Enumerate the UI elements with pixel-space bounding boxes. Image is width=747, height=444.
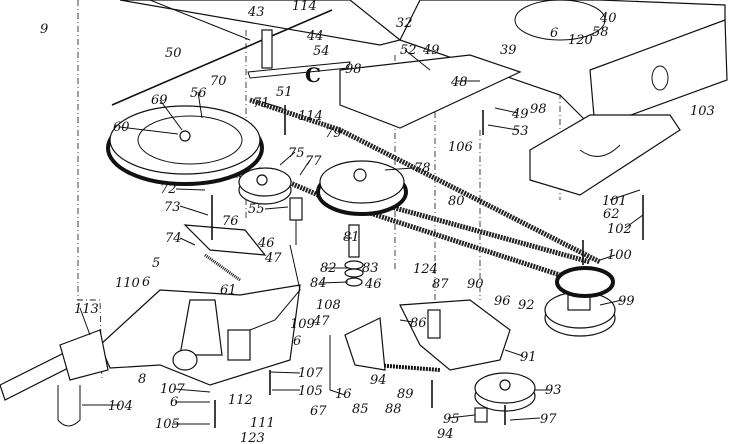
part-label-52: 52 [400, 43, 417, 58]
part-label-55: 55 [248, 202, 265, 217]
part-label-47: 47 [264, 251, 282, 266]
part-label-113: 113 [74, 302, 99, 317]
part-label-97: 97 [540, 412, 557, 427]
part-label-110: 110 [115, 276, 140, 291]
part-label-114: 114 [292, 0, 317, 14]
part-label-46: 46 [364, 277, 382, 292]
part-label-84: 84 [310, 276, 327, 291]
part-label-91: 91 [520, 350, 537, 365]
part-label-114: 114 [298, 109, 323, 124]
part-label-53: 53 [512, 124, 529, 139]
part-label-73: 73 [164, 200, 181, 215]
part-label-95: 95 [443, 412, 460, 427]
part-label-89: 89 [397, 387, 414, 402]
part-label-92: 92 [518, 298, 535, 313]
part-label-120: 120 [568, 33, 593, 48]
part-label-49: 49 [422, 43, 440, 58]
part-label-16: 16 [335, 387, 352, 402]
part-label-6: 6 [293, 334, 301, 349]
part-label-103: 103 [690, 104, 715, 119]
part-label-101: 101 [602, 194, 627, 209]
part-label-100: 100 [607, 248, 632, 263]
part-label-54: 54 [313, 44, 330, 59]
part-label-107: 107 [160, 382, 186, 397]
spacer-81 [344, 224, 364, 287]
bolts [211, 105, 644, 428]
part-label-88: 88 [385, 402, 402, 417]
part-label-96: 96 [494, 294, 511, 309]
part-label-80: 80 [448, 194, 465, 209]
part-label-112: 112 [228, 393, 253, 408]
part-label-83: 83 [362, 261, 379, 276]
part-label-86: 86 [410, 316, 427, 331]
part-label-62: 62 [603, 207, 620, 222]
part-label-72: 72 [160, 182, 177, 197]
part-label-70: 70 [210, 74, 227, 89]
part-label-105: 105 [155, 417, 180, 432]
part-label-98: 98 [345, 62, 362, 77]
part-label-5: 5 [152, 256, 160, 271]
part-label-49: 49 [511, 107, 529, 122]
part-label-69: 69 [151, 93, 168, 108]
part-label-47: 47 [312, 314, 330, 329]
part-label-76: 76 [222, 214, 239, 229]
part-label-105: 105 [298, 384, 323, 399]
part-label-43: 43 [247, 5, 265, 20]
part-label-46: 46 [257, 236, 275, 251]
part-label-8: 8 [138, 372, 146, 387]
part-label-32: 32 [396, 16, 413, 31]
part-label-44: 44 [306, 29, 324, 44]
part-label-6: 6 [550, 26, 558, 41]
part-label-104: 104 [108, 399, 133, 414]
part-label-6: 6 [170, 395, 178, 410]
part-label-82: 82 [320, 261, 337, 276]
part-label-67: 67 [310, 404, 327, 419]
part-label-75: 75 [288, 146, 305, 161]
pulley-99 [544, 266, 616, 337]
clip-symbol: C [305, 63, 321, 87]
part-label-78: 78 [414, 161, 431, 176]
part-label-9: 9 [40, 22, 48, 37]
part-label-74: 74 [165, 231, 182, 246]
part-label-61: 61 [220, 283, 237, 298]
leader-lines [79, 49, 644, 425]
part-label-56: 56 [190, 86, 207, 101]
part-label-79: 79 [325, 126, 342, 141]
part-label-85: 85 [352, 402, 369, 417]
part-label-99: 99 [618, 294, 635, 309]
part-label-123: 123 [240, 431, 265, 444]
part-label-98: 98 [530, 102, 547, 117]
part-label-111: 111 [250, 416, 275, 431]
part-label-108: 108 [316, 298, 341, 313]
part-label-81: 81 [343, 230, 360, 245]
idler-bracket-86 [329, 299, 511, 396]
part-label-106: 106 [448, 140, 473, 155]
part-label-51: 51 [276, 85, 293, 100]
part-label-6: 6 [142, 275, 150, 290]
part-label-94: 94 [437, 427, 454, 442]
part-label-90: 90 [467, 277, 484, 292]
part-label-71: 71 [253, 96, 270, 111]
part-label-109: 109 [290, 317, 315, 332]
part-label-77: 77 [305, 154, 322, 169]
transaxle [0, 197, 303, 427]
pulley-75 [238, 167, 292, 205]
part-label-94: 94 [370, 373, 387, 388]
part-label-102: 102 [607, 222, 632, 237]
part-label-107: 107 [298, 366, 324, 381]
part-label-124: 124 [413, 262, 438, 277]
part-label-39: 39 [500, 43, 517, 58]
part-label-87: 87 [432, 277, 449, 292]
part-label-60: 60 [113, 120, 130, 135]
part-label-50: 50 [165, 46, 182, 61]
pulley-60 [106, 105, 264, 186]
part-label-93: 93 [545, 383, 562, 398]
pulley-78 [316, 160, 408, 216]
shaft-50 [111, 0, 351, 106]
part-label-48: 48 [450, 75, 468, 90]
part-label-58: 58 [592, 25, 609, 40]
part-label-40: 40 [599, 11, 617, 26]
